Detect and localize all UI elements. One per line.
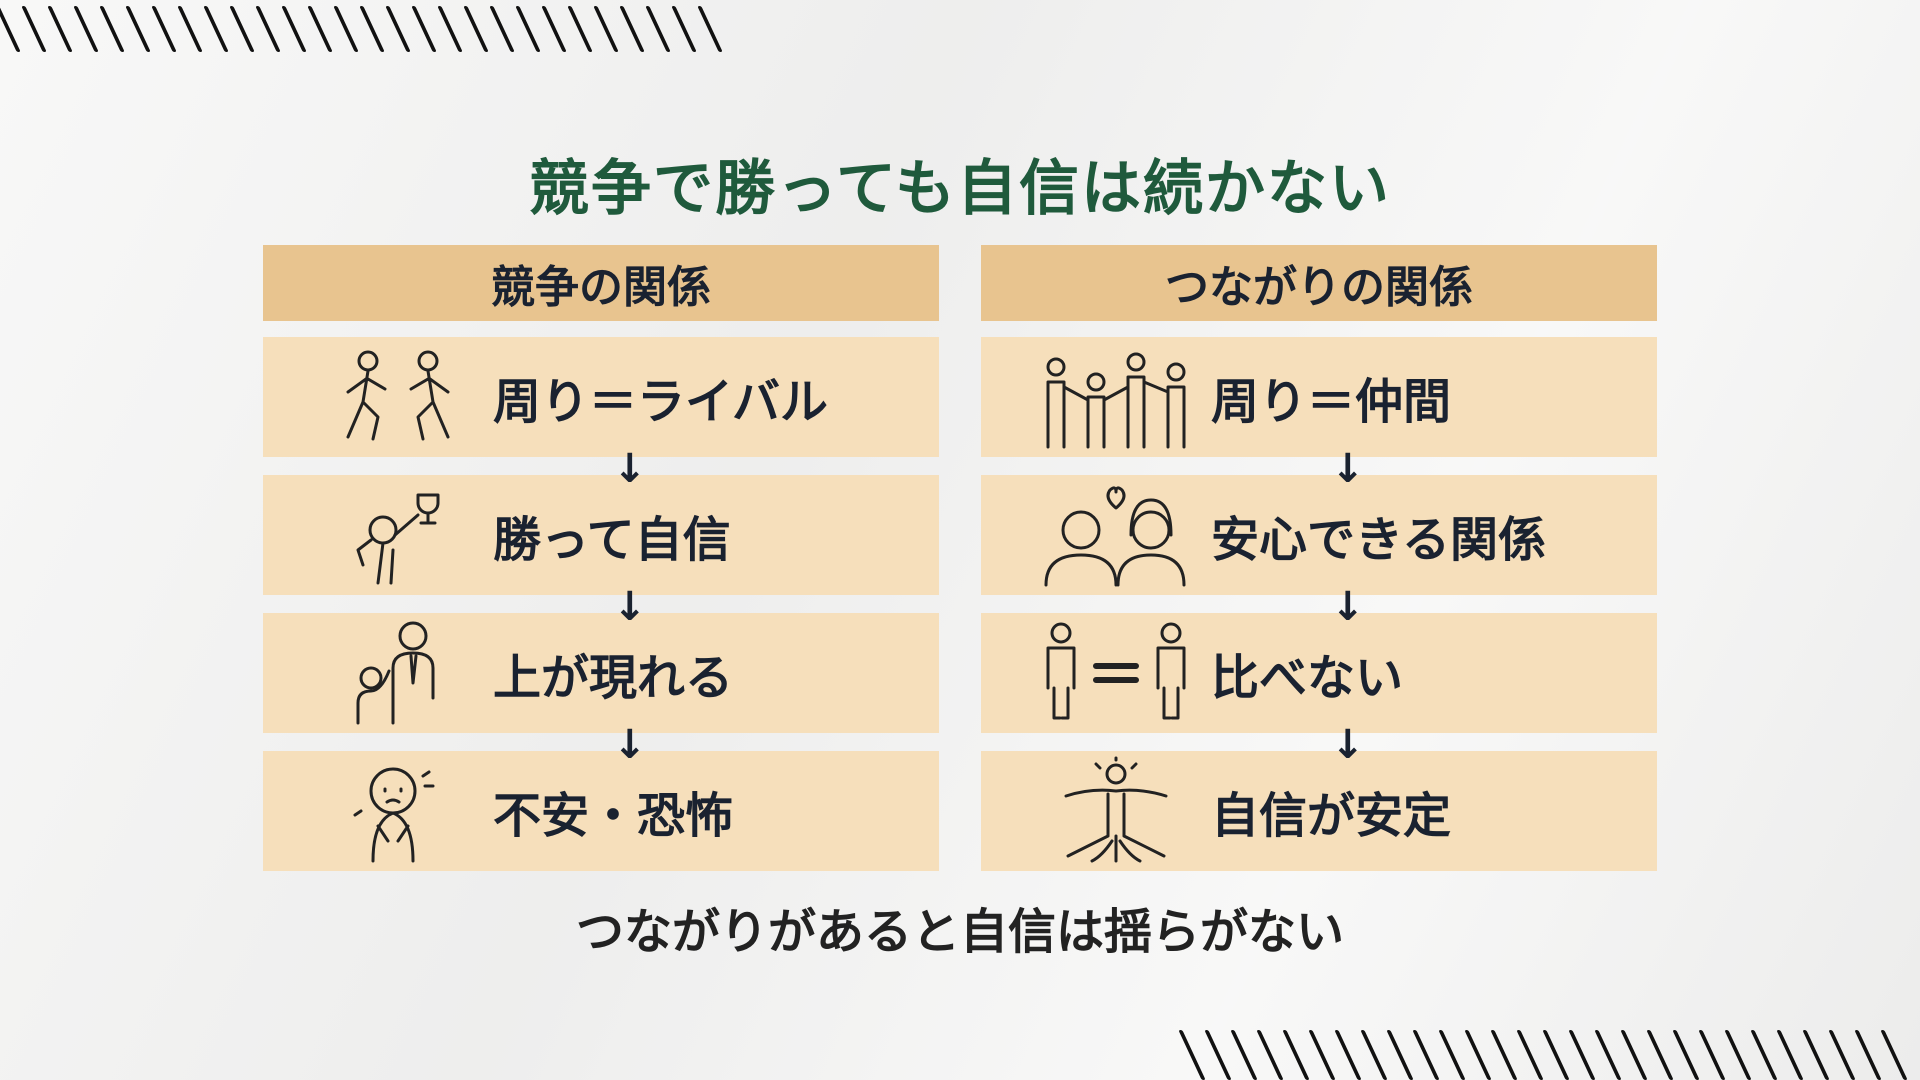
rooted-person-icon [1031,756,1201,866]
hatch-stroke [1178,1030,1206,1080]
hatch-stroke [99,6,125,52]
hatch-stroke [1204,1030,1232,1080]
list-item: 安心できる関係 ↓ [981,475,1657,627]
list-item: 勝って自信 ↓ [263,475,939,627]
hatch-stroke [1880,1030,1908,1080]
hatch-stroke [1828,1030,1856,1080]
hatch-stroke [1750,1030,1778,1080]
competition-column: 競争の関係 周り＝ライバル ↓ 勝って自信 ↓ 上が現れる ↓ 不安・恐怖 [263,245,939,889]
hatch-stroke [0,6,21,52]
conclusion-text: つながりがあると自信は揺らがない [575,904,1344,960]
competition-header: 競争の関係 [263,245,939,321]
hatch-stroke [1464,1030,1492,1080]
hatch-stroke [541,6,567,52]
row-label: 安心できる関係 [1211,512,1547,568]
hatch-stroke [1334,1030,1362,1080]
list-item: 上が現れる ↓ [263,613,939,765]
hatch-stroke [1438,1030,1466,1080]
hatch-stroke [1802,1030,1830,1080]
down-arrow-icon: ↓ [613,584,647,630]
hatch-stroke [359,6,385,52]
down-arrow-icon: ↓ [613,446,647,492]
hatch-stroke [1568,1030,1596,1080]
hatch-stroke [203,6,229,52]
hatch-stroke [1698,1030,1726,1080]
hatch-stroke [255,6,281,52]
hatch-stroke [1412,1030,1440,1080]
hatch-stroke [437,6,463,52]
hatch-stroke [1230,1030,1258,1080]
list-item: 不安・恐怖 [263,751,939,871]
hatch-stroke [1854,1030,1882,1080]
hatch-stroke [333,6,359,52]
hatch-stroke [1386,1030,1414,1080]
hatch-stroke [151,6,177,52]
taller-person-icon [313,618,483,728]
hatch-stroke [1620,1030,1648,1080]
row-label: 周り＝仲間 [1211,374,1452,430]
hatch-stroke [385,6,411,52]
down-arrow-icon: ↓ [1331,722,1365,768]
hatch-stroke [1594,1030,1622,1080]
hatch-stroke [411,6,437,52]
hatch-stroke [1646,1030,1674,1080]
down-arrow-icon: ↓ [613,722,647,768]
list-item: 比べない ↓ [981,613,1657,765]
hatch-stroke [229,6,255,52]
hatch-stroke [593,6,619,52]
row-label: 不安・恐怖 [493,788,734,844]
group-holding-hands-icon [1031,342,1201,452]
hatch-stroke [307,6,333,52]
running-people-icon [313,342,483,452]
hatch-stroke [1256,1030,1284,1080]
connection-header: つながりの関係 [981,245,1657,321]
row-label: 勝って自信 [493,512,731,568]
hatch-stroke [1724,1030,1752,1080]
hatch-stroke [1490,1030,1518,1080]
hatch-stroke [619,6,645,52]
equal-people-icon [1031,618,1201,728]
hatch-stroke [125,6,151,52]
hatch-stroke [1282,1030,1310,1080]
hatch-stroke [1360,1030,1388,1080]
hatch-stroke [697,6,723,52]
list-item: 周り＝ライバル ↓ [263,337,939,489]
row-label: 周り＝ライバル [493,374,829,430]
hatch-stroke [671,6,697,52]
list-item: 自信が安定 [981,751,1657,871]
page-title: 競争で勝っても自信は続かない [529,154,1391,224]
hatch-stroke [463,6,489,52]
hatch-stroke [1516,1030,1544,1080]
hatch-stroke [515,6,541,52]
connection-column: つながりの関係 周り＝仲間 ↓ 安心できる関係 ↓ 比べない ↓ 自信が安定 [981,245,1657,889]
row-label: 自信が安定 [1211,788,1452,844]
row-label: 上が現れる [493,650,734,706]
hatch-stroke [1672,1030,1700,1080]
couple-heart-icon [1031,480,1201,590]
hatch-stroke [1308,1030,1336,1080]
hatch-stroke [47,6,73,52]
hatch-stroke [1542,1030,1570,1080]
hatch-stroke [567,6,593,52]
down-arrow-icon: ↓ [1331,446,1365,492]
trophy-winner-icon [313,480,483,590]
row-label: 比べない [1211,650,1404,706]
hatch-stroke [1776,1030,1804,1080]
hatch-stroke [73,6,99,52]
hatch-stroke [645,6,671,52]
decorative-hatch-top-left [0,6,734,52]
hatch-stroke [21,6,47,52]
hatch-stroke [281,6,307,52]
down-arrow-icon: ↓ [1331,584,1365,630]
decorative-hatch-bottom-right [1178,1030,1918,1080]
anxious-person-icon [313,756,483,866]
list-item: 周り＝仲間 ↓ [981,337,1657,489]
hatch-stroke [177,6,203,52]
hatch-stroke [489,6,515,52]
